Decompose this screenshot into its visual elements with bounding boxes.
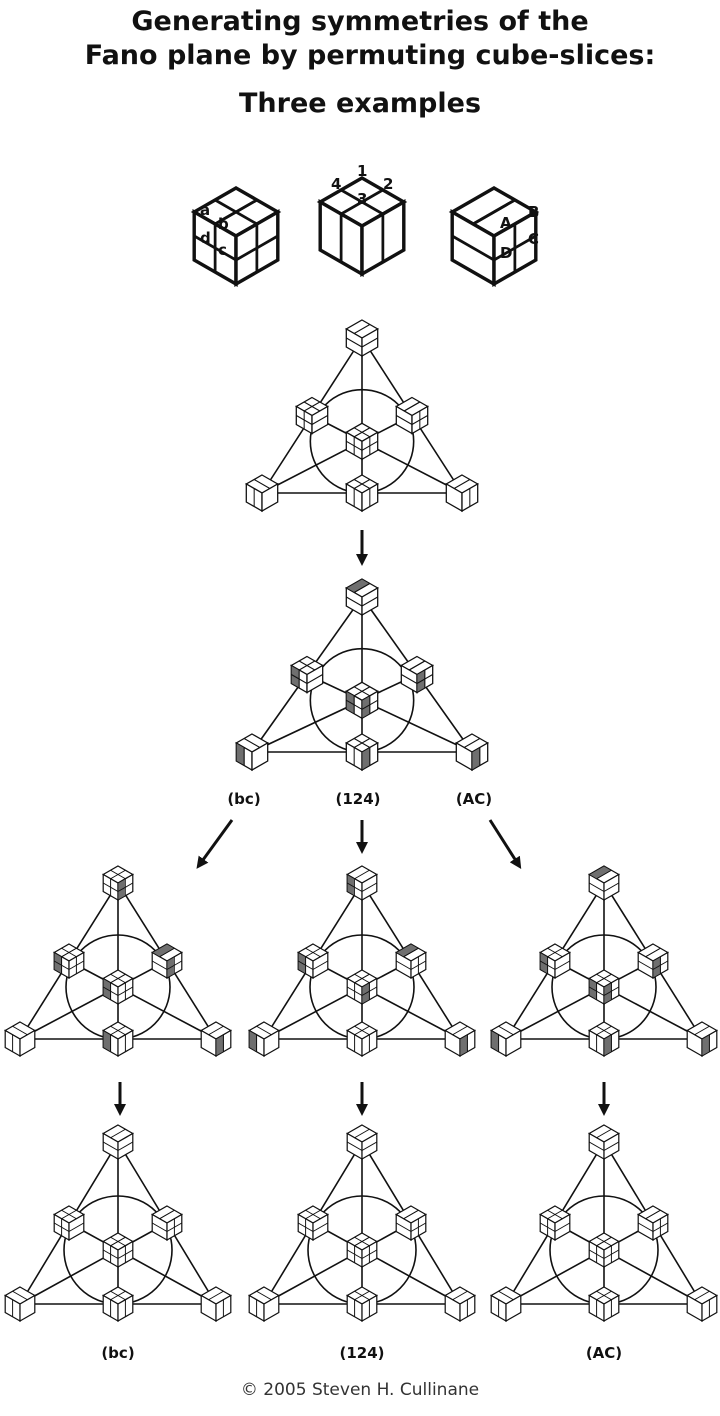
fano-point-cube	[199, 1286, 233, 1323]
fano-point-cube	[3, 1021, 37, 1058]
key-cube-3	[448, 186, 540, 287]
key-label-1: 1	[357, 162, 367, 180]
fano-point-cube	[101, 865, 135, 902]
fano-point-cube	[247, 1286, 281, 1323]
fano-point-cube	[587, 1232, 621, 1269]
fano-point-cube	[295, 396, 329, 435]
fano-point-cube	[587, 1021, 621, 1058]
fano-point-cube	[245, 474, 279, 513]
fano-point-cube	[443, 1286, 477, 1323]
fano-point-cube	[345, 422, 379, 461]
fano-point-cube	[290, 655, 324, 694]
key-label-4: 4	[331, 175, 341, 193]
fano-point-cube	[489, 1021, 523, 1058]
fano-point-cube	[394, 943, 428, 980]
fano-point-cube	[345, 1286, 379, 1323]
bottom-label-bc: (bc)	[101, 1344, 134, 1362]
fano-point-cube	[455, 733, 489, 772]
fano-point-cube	[587, 1124, 621, 1161]
key-cube-1	[190, 186, 282, 287]
key-label-3: 3	[357, 190, 367, 208]
fano-point-cube	[345, 681, 379, 720]
fano-triangle-124	[247, 865, 477, 1058]
arrow-bc	[196, 819, 234, 869]
fano-triangle-second	[235, 578, 489, 772]
copyright-text: © 2005 Steven H. Cullinane	[240, 1380, 480, 1400]
fano-point-cube	[235, 733, 269, 772]
fano-point-cube	[52, 1205, 86, 1242]
fano-point-cube	[101, 1021, 135, 1058]
bottom-label-AC: (AC)	[586, 1344, 622, 1362]
fano-triangle-bc-result	[3, 1124, 233, 1323]
fano-point-cube	[296, 1205, 330, 1242]
perm-label-bc: (bc)	[227, 790, 260, 808]
fano-point-cube	[636, 1205, 670, 1242]
fano-point-cube	[345, 474, 379, 513]
fano-point-cube	[394, 1205, 428, 1242]
fano-triangle-bc	[3, 865, 233, 1058]
key-label-c: c	[218, 241, 227, 259]
fano-point-cube	[101, 1124, 135, 1161]
key-label-a: a	[200, 201, 210, 219]
fano-point-cube	[199, 1021, 233, 1058]
perm-label-124: (124)	[335, 790, 380, 808]
fano-point-cube	[345, 1021, 379, 1058]
fano-point-cube	[101, 1286, 135, 1323]
key-label-2: 2	[383, 175, 393, 193]
bottom-label-124: (124)	[339, 1344, 384, 1362]
key-label-D: D	[500, 244, 512, 262]
key-label-B: B	[528, 203, 539, 221]
fano-point-cube	[345, 1232, 379, 1269]
fano-point-cube	[52, 943, 86, 980]
fano-point-cube	[345, 319, 379, 358]
fano-point-cube	[685, 1286, 719, 1323]
fano-point-cube	[636, 943, 670, 980]
fano-point-cube	[538, 943, 572, 980]
fano-triangle-124-result	[247, 1124, 477, 1323]
title-line-1: Generating symmetries of the	[131, 6, 589, 37]
fano-point-cube	[345, 969, 379, 1006]
title-line-2: Fano plane by permuting cube-slices:	[84, 40, 656, 71]
fano-point-cube	[345, 865, 379, 902]
key-cube-slices-abcd	[190, 186, 282, 287]
fano-point-cube	[400, 655, 434, 694]
fano-point-cube	[345, 733, 379, 772]
fano-point-cube	[150, 1205, 184, 1242]
key-cube-slices-ABCD	[448, 186, 540, 287]
fano-point-cube	[101, 1232, 135, 1269]
key-cube-slices-1234	[316, 176, 408, 277]
fano-point-cube	[150, 943, 184, 980]
fano-point-cube	[587, 1286, 621, 1323]
arrow-AC	[488, 819, 522, 870]
fano-triangle-AC-result	[489, 1124, 719, 1323]
key-label-A: A	[500, 214, 512, 232]
fano-point-cube	[489, 1286, 523, 1323]
fano-point-cube	[296, 943, 330, 980]
fano-point-cube	[345, 1124, 379, 1161]
key-label-b: b	[218, 215, 229, 233]
fano-triangle-AC	[489, 865, 719, 1058]
fano-point-cube	[443, 1021, 477, 1058]
fano-triangle-top	[245, 319, 479, 513]
title-line-3: Three examples	[238, 88, 482, 119]
key-label-C: C	[528, 230, 539, 248]
fano-point-cube	[538, 1205, 572, 1242]
fano-point-cube	[445, 474, 479, 513]
key-label-d: d	[200, 229, 211, 247]
perm-label-AC: (AC)	[456, 790, 492, 808]
fano-point-cube	[345, 578, 379, 617]
fano-point-cube	[101, 969, 135, 1006]
fano-point-cube	[587, 969, 621, 1006]
fano-point-cube	[3, 1286, 37, 1323]
fano-point-cube	[587, 865, 621, 902]
fano-point-cube	[685, 1021, 719, 1058]
fano-point-cube	[395, 396, 429, 435]
key-cube-2	[316, 176, 408, 277]
fano-point-cube	[247, 1021, 281, 1058]
